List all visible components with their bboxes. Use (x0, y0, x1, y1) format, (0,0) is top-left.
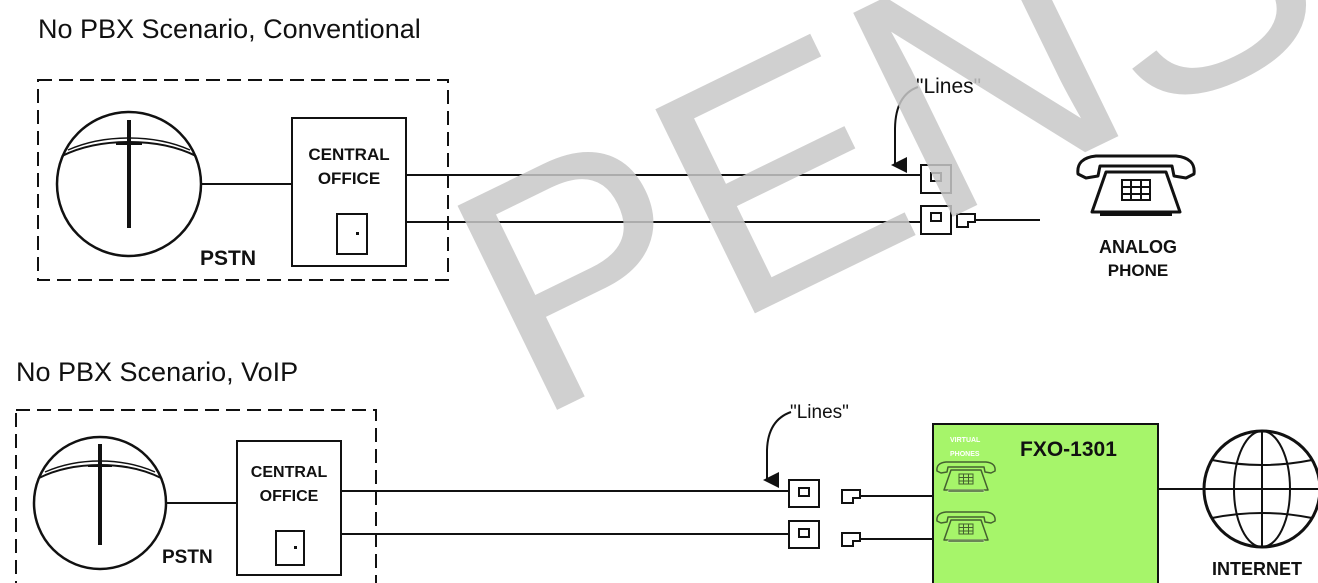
analog-phone-label-2: PHONE (1108, 261, 1168, 280)
internet-globe-icon (1204, 431, 1318, 547)
co-label-voip-1: CENTRAL (251, 464, 328, 481)
wall-jack-1-voip (789, 480, 819, 507)
virtual-phones-label-1: VIRTUAL (950, 437, 981, 444)
lines-arrow-voip (767, 412, 791, 480)
pstn-label-voip: PSTN (162, 547, 213, 568)
lines-label-voip: "Lines" (790, 402, 849, 423)
pstn-label-conventional: PSTN (200, 247, 256, 270)
pens-watermark: PENS (402, 0, 1318, 485)
internet-label: INTERNET (1212, 559, 1302, 579)
co-label-voip-2: OFFICE (260, 488, 319, 505)
fxo-device-label: FXO-1301 (1020, 438, 1117, 461)
co-label-conventional-1: CENTRAL (308, 145, 389, 164)
central-office-voip (237, 441, 341, 575)
virtual-phones-label-2: PHONES (950, 451, 980, 458)
co-label-conventional-2: OFFICE (318, 169, 380, 188)
central-office-conventional (292, 118, 406, 266)
pstn-tower-icon (57, 112, 201, 256)
plug-1-voip (842, 490, 935, 503)
plug-2-voip (842, 533, 935, 546)
pstn-tower-icon-voip (34, 437, 166, 569)
analog-phone-label-1: ANALOG (1099, 237, 1177, 257)
wall-jack-2-voip (789, 521, 819, 548)
